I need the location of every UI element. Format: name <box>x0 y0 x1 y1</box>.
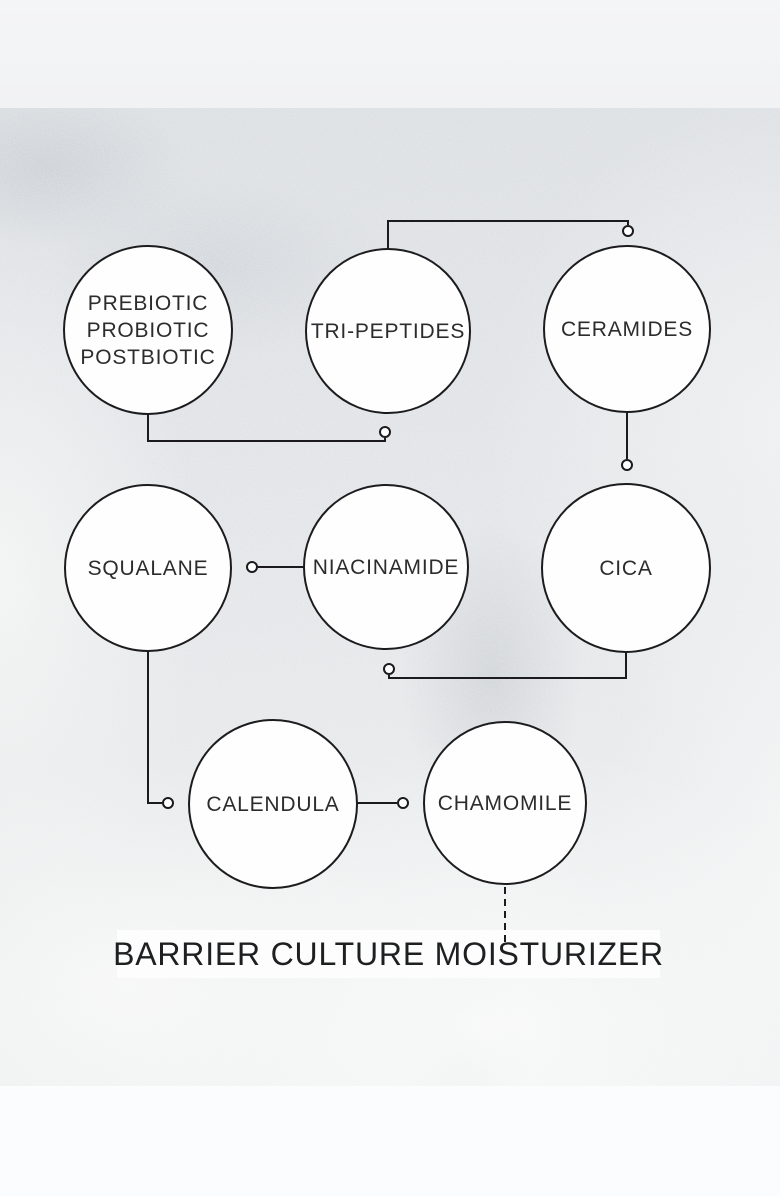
bottom-margin-strip <box>0 1086 780 1196</box>
top-margin-strip <box>0 0 780 108</box>
node-label-cica: CICA <box>599 556 653 580</box>
node-label-niacinamide: NIACINAMIDE <box>312 555 460 579</box>
node-squalane: SQUALANE <box>64 484 232 652</box>
node-label-ceramides: CERAMIDES <box>560 317 694 341</box>
product-title-band: BARRIER CULTURE MOISTURIZER <box>113 930 663 978</box>
node-cica: CICA <box>541 483 711 653</box>
node-label-calendula: CALENDULA <box>206 792 340 816</box>
node-label-tripeptides: TRI-PEPTIDES <box>310 319 466 343</box>
node-calendula: CALENDULA <box>188 719 358 889</box>
node-niacinamide: NIACINAMIDE <box>303 484 469 650</box>
node-label-squalane: SQUALANE <box>87 556 209 580</box>
node-tripeptides: TRI-PEPTIDES <box>305 248 471 414</box>
node-prebiotic: PREBIOTIC PROBIOTIC POSTBIOTIC <box>63 245 233 415</box>
product-title: BARRIER CULTURE MOISTURIZER <box>113 935 664 972</box>
node-label-chamomile: CHAMOMILE <box>437 791 573 815</box>
node-ceramides: CERAMIDES <box>543 245 711 413</box>
node-chamomile: CHAMOMILE <box>423 721 587 885</box>
node-label-prebiotic: PREBIOTIC PROBIOTIC POSTBIOTIC <box>80 291 216 369</box>
